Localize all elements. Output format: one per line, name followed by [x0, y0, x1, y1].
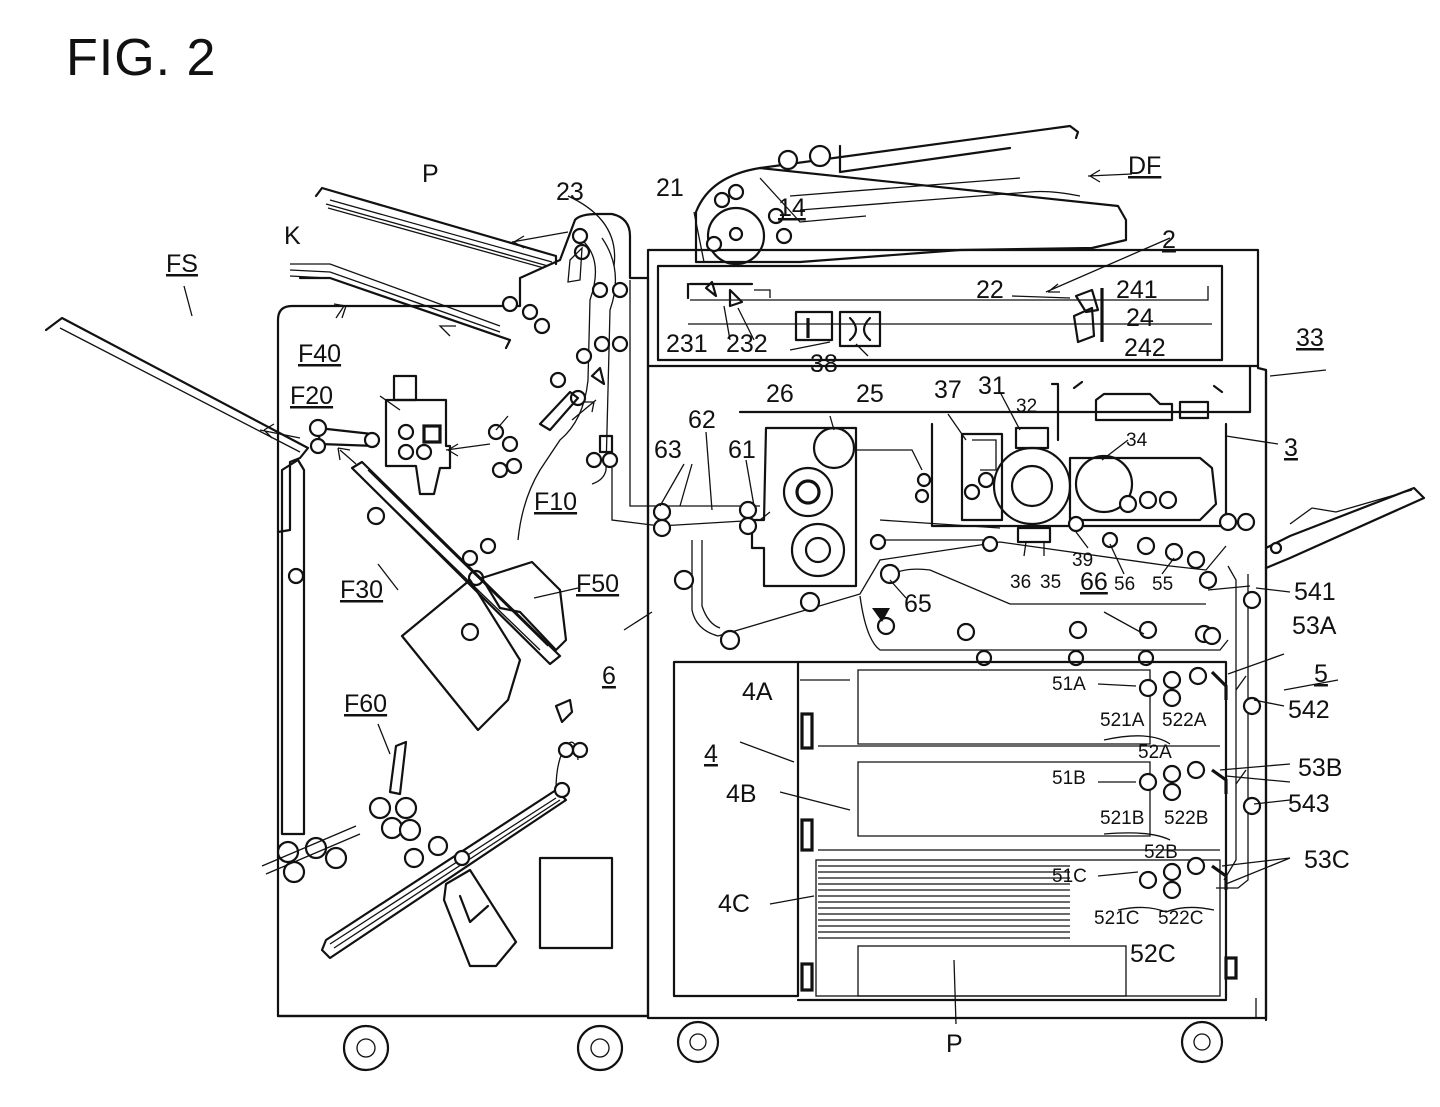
label-541: 541	[1294, 578, 1336, 606]
label-4: 4	[704, 740, 718, 768]
label-56: 56	[1114, 574, 1135, 595]
label-521C: 521C	[1094, 908, 1139, 929]
label-51A: 51A	[1052, 674, 1086, 695]
bypass-tray	[1266, 488, 1424, 568]
label-21: 21	[656, 174, 684, 202]
label-F10: F10	[534, 488, 577, 516]
label-241: 241	[1116, 276, 1158, 304]
finisher-rollers	[463, 229, 627, 585]
label-F40: F40	[298, 340, 341, 368]
document-feeder-DF	[696, 126, 1126, 264]
label-521B: 521B	[1100, 808, 1144, 829]
label-6: 6	[602, 662, 616, 690]
label-51B: 51B	[1052, 768, 1086, 789]
label-DF: DF	[1128, 152, 1161, 180]
F50-block	[402, 580, 520, 730]
label-14: 14	[778, 194, 806, 222]
label-P-top: P	[422, 160, 439, 188]
label-F30: F30	[340, 576, 383, 604]
label-522A: 522A	[1162, 710, 1207, 731]
label-63: 63	[654, 436, 682, 464]
label-53A: 53A	[1292, 612, 1337, 640]
label-52A: 52A	[1138, 742, 1172, 763]
label-4C: 4C	[718, 890, 750, 918]
label-521A: 521A	[1100, 710, 1145, 731]
label-65: 65	[904, 590, 932, 618]
label-31: 31	[978, 372, 1006, 400]
finisher-housing	[278, 214, 648, 1016]
label-4A: 4A	[742, 678, 773, 706]
label-36: 36	[1010, 572, 1031, 593]
label-543: 543	[1288, 790, 1330, 818]
label-23: 23	[556, 178, 584, 206]
label-52C: 52C	[1130, 940, 1176, 968]
label-51C: 51C	[1052, 866, 1087, 887]
label-3: 3	[1284, 434, 1298, 462]
label-24: 24	[1126, 304, 1154, 332]
main-paper-path	[612, 280, 760, 526]
label-35: 35	[1040, 572, 1061, 593]
label-55: 55	[1152, 574, 1173, 595]
label-F50: F50	[576, 570, 619, 598]
label-P-bottom: P	[946, 1030, 963, 1058]
label-FS: FS	[166, 250, 198, 278]
label-52B: 52B	[1144, 842, 1178, 863]
label-61: 61	[728, 436, 756, 464]
label-232: 232	[726, 330, 768, 358]
label-242: 242	[1124, 334, 1166, 362]
label-22: 22	[976, 276, 1004, 304]
label-66: 66	[1080, 568, 1108, 596]
finisher-unit	[46, 188, 648, 1070]
label-2: 2	[1162, 226, 1176, 254]
paper-stack-P	[818, 866, 1070, 938]
second-tray	[300, 278, 510, 348]
label-231: 231	[666, 330, 708, 358]
label-522B: 522B	[1164, 808, 1208, 829]
label-26: 26	[766, 380, 794, 408]
stapler-F20	[386, 376, 450, 494]
label-37: 37	[934, 376, 962, 404]
label-5: 5	[1314, 660, 1328, 688]
label-38: 38	[810, 350, 838, 378]
label-33: 33	[1296, 324, 1324, 352]
label-53B: 53B	[1298, 754, 1342, 782]
label-F60: F60	[344, 690, 387, 718]
label-53C: 53C	[1304, 846, 1350, 874]
label-522C: 522C	[1158, 908, 1203, 929]
label-25: 25	[856, 380, 884, 408]
reference-labels: DF FS P K 23 21 14 2 22 241 24 242 231 2…	[166, 152, 1350, 1058]
label-K: K	[284, 222, 301, 250]
label-4B: 4B	[726, 780, 757, 808]
label-542: 542	[1288, 696, 1330, 724]
main-exit-tray	[46, 318, 308, 532]
label-32: 32	[1016, 396, 1037, 417]
label-34: 34	[1126, 430, 1148, 451]
label-62: 62	[688, 406, 716, 434]
fuser-unit	[752, 428, 930, 586]
label-F20: F20	[290, 382, 333, 410]
